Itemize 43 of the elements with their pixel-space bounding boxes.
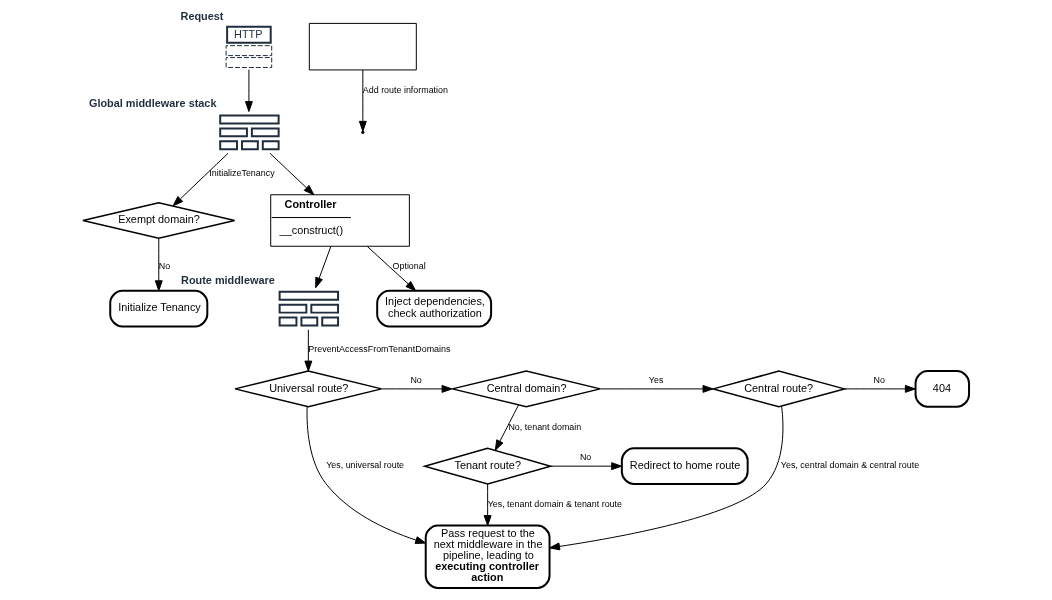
arrow — [315, 245, 332, 289]
node-diamond: Tenant route? — [421, 447, 554, 485]
edge-label: Yes, universal route — [326, 460, 405, 471]
edge-label: Optional — [392, 261, 426, 272]
arrow — [269, 152, 315, 196]
edge-label: No — [158, 261, 171, 272]
edge-label: Add route information — [362, 84, 448, 95]
edge-label: No — [579, 452, 592, 463]
node-box: Inject dependencies, check authorization — [376, 289, 493, 328]
node-diamond: Central domain? — [451, 370, 601, 408]
arrow — [366, 245, 417, 292]
edge-label: No, tenant domain — [508, 421, 582, 432]
edge-label: InitializeTenancy — [209, 168, 275, 179]
edge-label: Yes, central domain & central route — [780, 460, 920, 471]
arrow — [306, 406, 427, 544]
node-label: Request — [180, 9, 224, 22]
node-label: Global middleware stack — [88, 97, 217, 110]
arrow — [549, 405, 784, 551]
node-box: Redirect to home route — [620, 447, 749, 485]
node-box: 404 — [914, 370, 971, 408]
node-label: Route middleware — [181, 273, 275, 286]
node-diamond: Universal route? — [234, 370, 383, 408]
arrow — [381, 384, 453, 393]
arrow — [358, 69, 367, 132]
node-box: Pass request to the next middleware in the pipeline, leading to executing controller action — [424, 524, 551, 589]
edge-label: Yes, tenant domain & tenant route — [487, 498, 622, 509]
arrow — [244, 69, 253, 112]
node-diamond: Central route? — [710, 370, 848, 408]
arrow — [844, 384, 916, 393]
arrow — [304, 329, 313, 372]
arrow — [172, 152, 229, 207]
arrow — [550, 462, 623, 471]
arrow — [154, 238, 163, 292]
edge-label: Yes — [648, 375, 664, 386]
edge-label: No — [410, 375, 422, 386]
edge-label: No — [873, 375, 885, 386]
arrow — [483, 483, 492, 526]
arrow — [494, 404, 519, 451]
node-box — [308, 22, 417, 71]
node-box: Initialize Tenancy — [109, 289, 209, 328]
edge-label: PreventAccessFromTenantDomains — [308, 344, 451, 355]
node-diamond: Exempt domain? — [82, 201, 236, 240]
arrow — [599, 384, 714, 393]
